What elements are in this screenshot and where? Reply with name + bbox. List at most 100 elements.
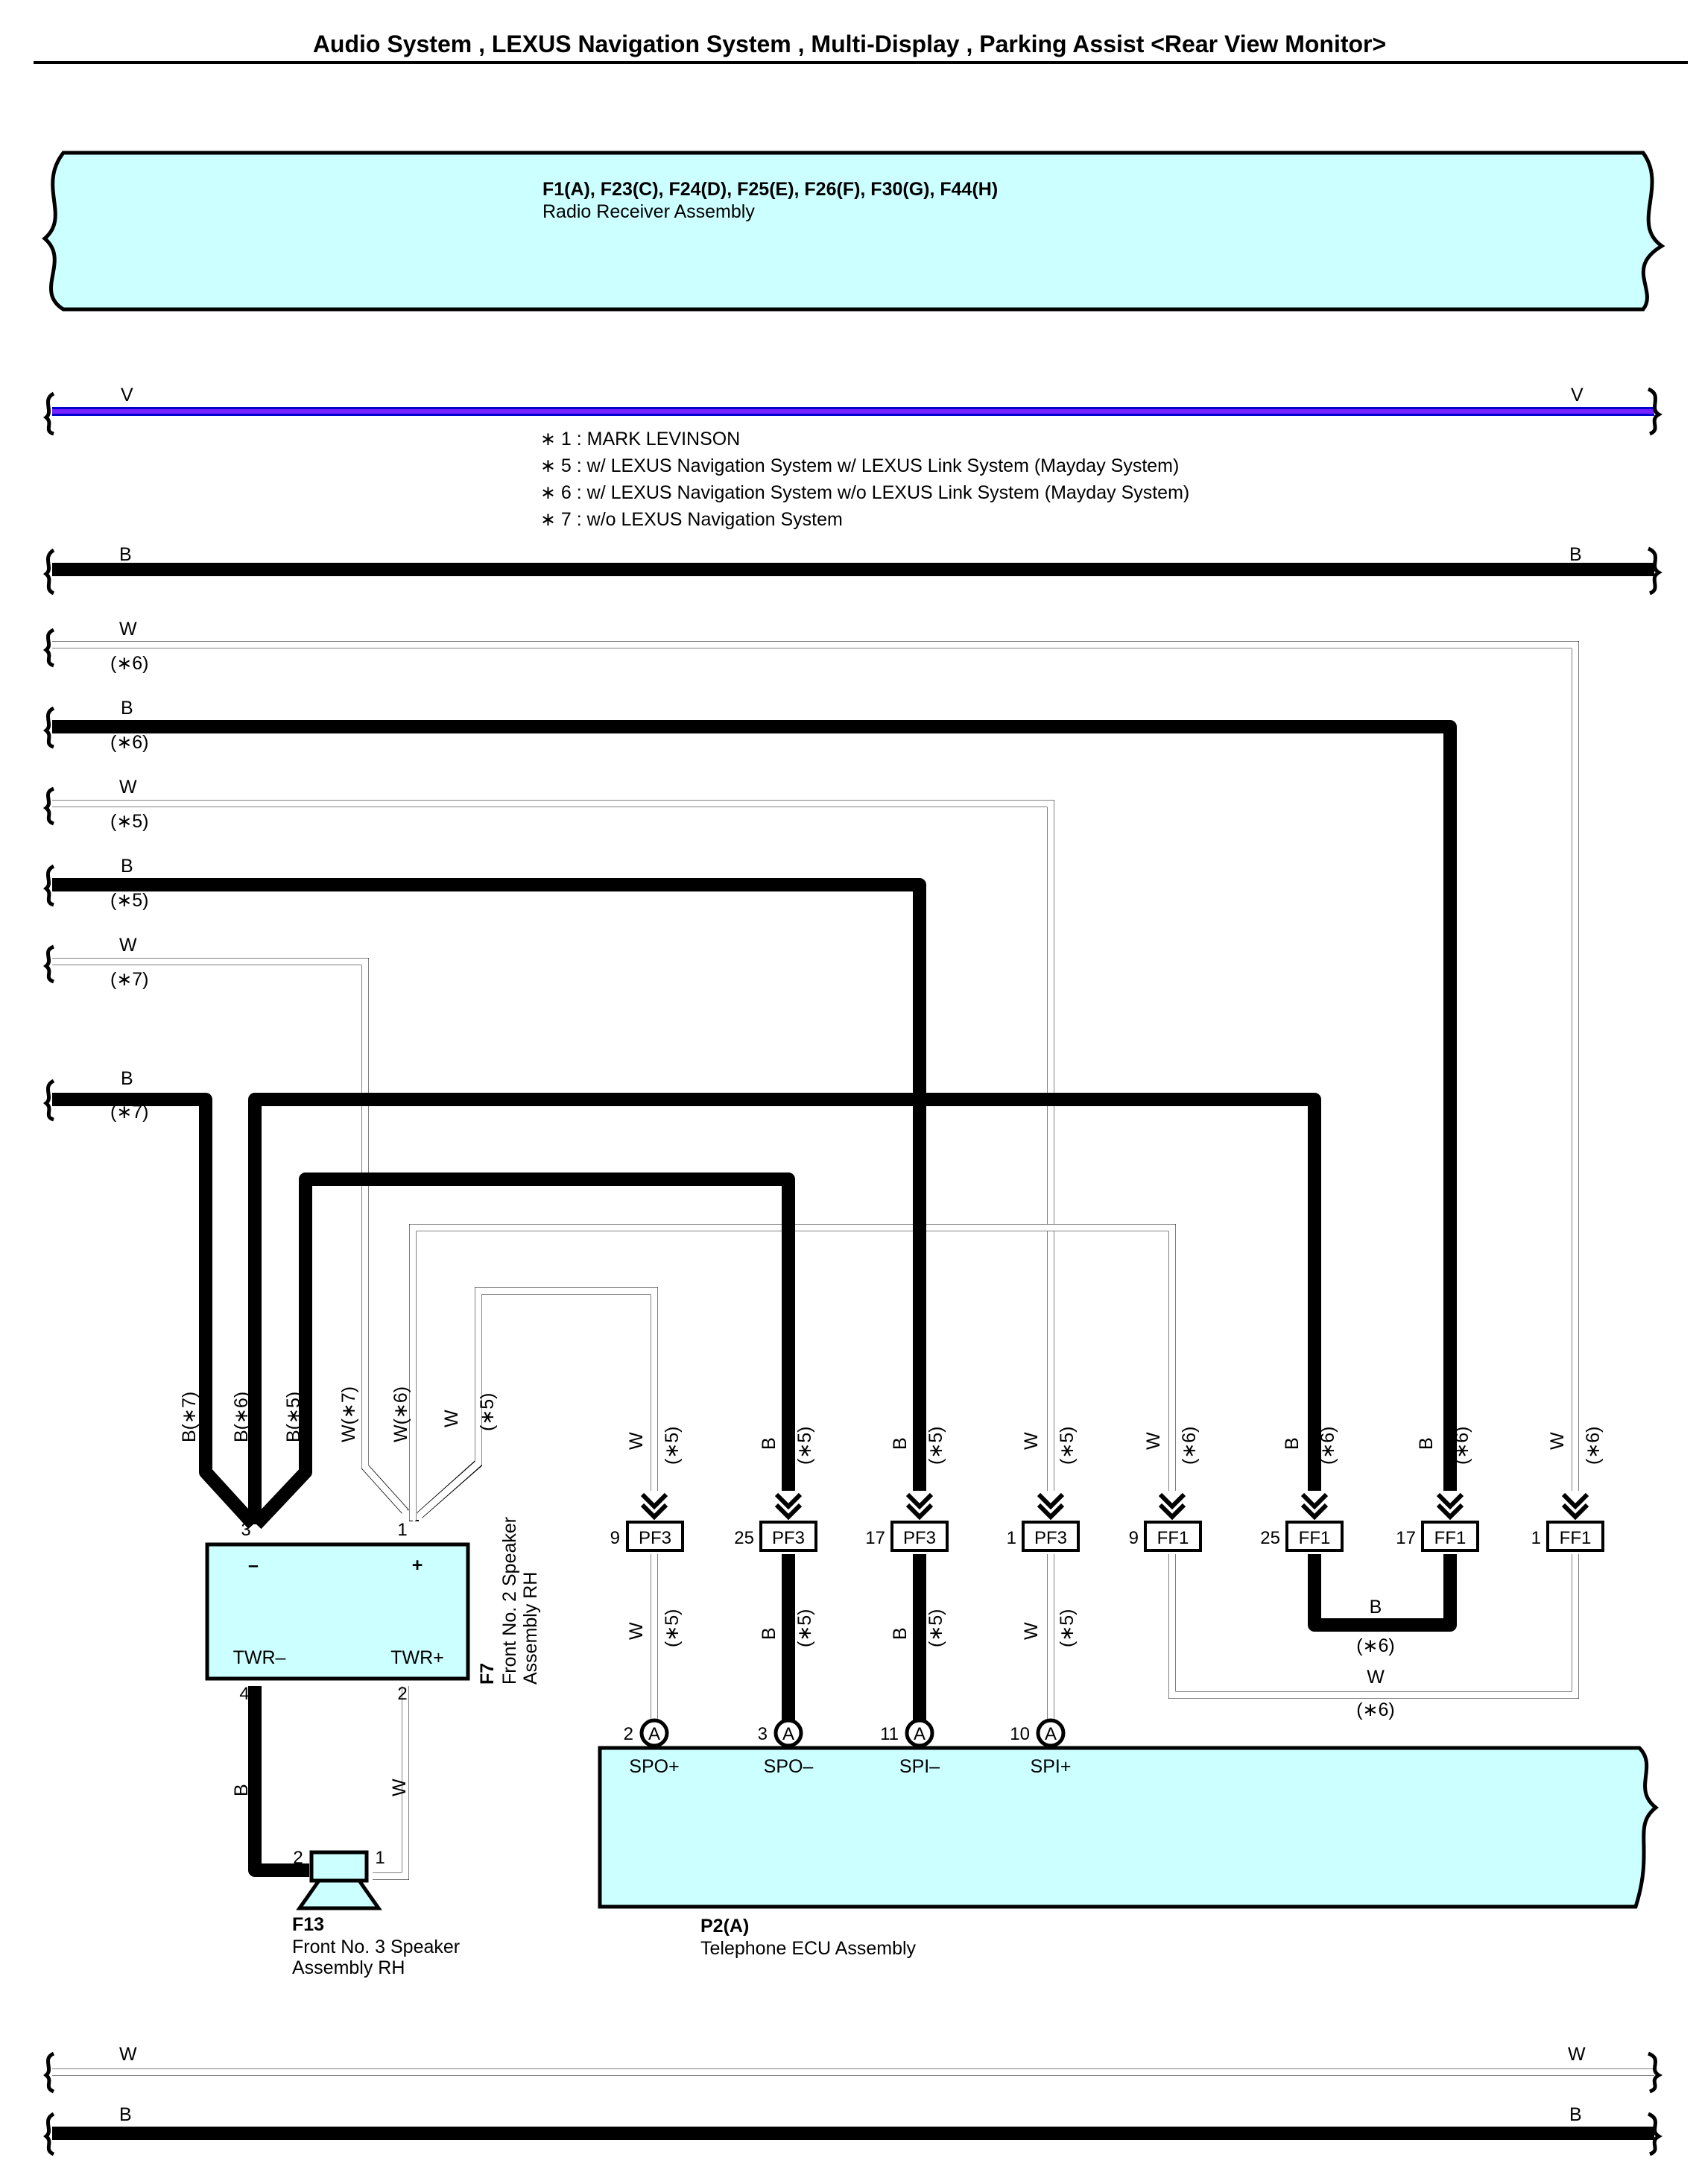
f13-speaker-body [309,1850,369,1883]
pin-number: 3 [758,1724,768,1744]
arrow-icon [640,1492,668,1521]
bottom-bus-b-right: B [1569,2104,1582,2125]
conn-name: PF3 [903,1528,936,1548]
wire-color: W [626,1432,647,1450]
f13-speaker-cone [296,1878,382,1910]
wire-note: (∗5) [662,1609,683,1647]
bottom-bus-w-left: W [119,2044,137,2065]
telephone-ecu-box [598,1746,1660,1909]
f7-twr-plus-label: TWR+ [390,1647,444,1668]
conn-name: FF1 [1560,1528,1592,1548]
wire-color: W [1547,1432,1568,1450]
conn-letter: A [648,1724,660,1744]
wire-break-marks-right [1647,387,1663,2156]
f7-pin-minus: 3 [241,1520,250,1540]
arrow-icon [1037,1492,1065,1521]
f7-name-line2: Assembly RH [520,1572,541,1685]
wire-note: (∗6) [110,653,149,674]
f7-pin-twr-plus: 2 [397,1684,407,1704]
conn-letter: A [782,1724,794,1744]
f13-wire-left: B [231,1784,252,1796]
pin-number: 9 [1129,1528,1139,1548]
f13-id: F13 [292,1914,324,1935]
wire-label: B(∗5) [283,1392,304,1442]
f7-plus-label: + [412,1555,423,1576]
f13-name-line1: Front No. 3 Speaker [292,1937,460,1957]
f7-name-line1: Front No. 2 Speaker [499,1517,520,1685]
wire-color: W [1021,1432,1042,1450]
bus-v-label-right: V [1571,385,1583,405]
conn-name: FF1 [1157,1528,1189,1548]
wire-note: (∗5) [926,1609,946,1647]
conn-letter: A [914,1724,926,1744]
black-wires [52,720,1654,2140]
wire-note: (∗6) [1583,1426,1604,1465]
wire-note: (∗5) [662,1426,683,1465]
wire-label: B [121,856,133,877]
wire-label: W(∗7) [338,1386,359,1442]
arrow-icon [774,1492,803,1521]
left-wire-labels: W (∗6) B (∗6) W (∗5) B (∗5) W (∗7) B (∗7… [110,619,149,1123]
p2-pins: A 2 SPO+ A 3 SPO– A 11 SPI– A 10 SPI+ [624,1718,1071,1777]
note-7: ∗ 7 : w/o LEXUS Navigation System [540,509,843,530]
wire-color: B [890,1627,911,1640]
pin-number: 2 [624,1724,633,1744]
pin-number: 9 [610,1528,620,1548]
pin-number: 10 [1010,1724,1030,1744]
radio-receiver-box [42,151,1665,312]
wire-note: (∗7) [110,1102,149,1123]
wire-color: B [759,1437,779,1450]
f13-name-line2: Assembly RH [292,1957,405,1978]
junction-ff1-9: W (∗6) FF1 9 [1129,1426,1202,1552]
f7-pin-twr-minus: 4 [239,1684,249,1704]
bus-b-label-right: B [1569,544,1582,565]
pin-number: 11 [880,1724,899,1744]
bus-v-label-left: V [121,385,133,405]
wire-note: (∗5) [110,890,149,911]
wire-color: B [890,1437,911,1450]
page-title: Audio System , LEXUS Navigation System ,… [313,31,1386,57]
wire-note: (∗5) [794,1426,815,1465]
wire-label: (∗5) [477,1392,498,1431]
wire-note: (∗6) [1452,1426,1472,1465]
junction-pf3-9: W (∗5) PF3 9 W (∗5) [610,1426,684,1647]
wire-note: (∗5) [926,1426,946,1465]
p2-pin-spi-plus: A 10 SPI+ [1010,1718,1071,1777]
wire-note: (∗7) [110,969,149,990]
p2-name: Telephone ECU Assembly [700,1938,917,1959]
wire-color: B [1282,1437,1303,1450]
bottom-bus-w-right: W [1568,2044,1586,2065]
wire-note: (∗5) [794,1609,815,1647]
wire-note: (∗5) [110,811,149,832]
jumper-b-label: B [1370,1597,1382,1618]
wire-note: (∗6) [1317,1426,1338,1465]
arrow-icon [1436,1492,1464,1521]
wire-color: B [1416,1437,1437,1450]
wire-label: W(∗6) [390,1386,411,1442]
f13-wire-right: W [389,1779,410,1796]
jumper-w-label: W [1367,1667,1385,1688]
conn-name: PF3 [772,1528,805,1548]
jumper-b-note: (∗6) [1356,1635,1395,1656]
arrow-icon [1300,1492,1329,1521]
conn-name: PF3 [639,1528,671,1548]
p2-pin-spi-minus: A 11 SPI– [880,1718,940,1777]
white-wires [52,641,1654,2076]
conn-name: PF3 [1034,1528,1067,1548]
p2-id: P2(A) [700,1916,749,1937]
wire-label: B(∗6) [231,1392,252,1442]
pin-number: 17 [865,1528,885,1548]
p2-pin-spo-minus: A 3 SPO– [758,1718,813,1777]
wire-label: B [121,698,133,719]
wire-label: W [119,777,137,798]
f7-minus-label: – [248,1555,259,1576]
junction-connectors: W (∗5) PF3 9 W (∗5) B (∗5) PF3 25 B (∗5)… [610,1426,1604,1647]
pin-number: 1 [1007,1528,1016,1548]
conn-name: FF1 [1434,1528,1467,1548]
wire-color: W [1143,1432,1164,1450]
f13-pin-left: 2 [293,1848,303,1868]
junction-pf3-25: B (∗5) PF3 25 B (∗5) [734,1426,817,1647]
wire-label: B(∗7) [179,1392,200,1442]
junction-pf3-1: W (∗5) PF3 1 W (∗5) [1007,1426,1080,1647]
